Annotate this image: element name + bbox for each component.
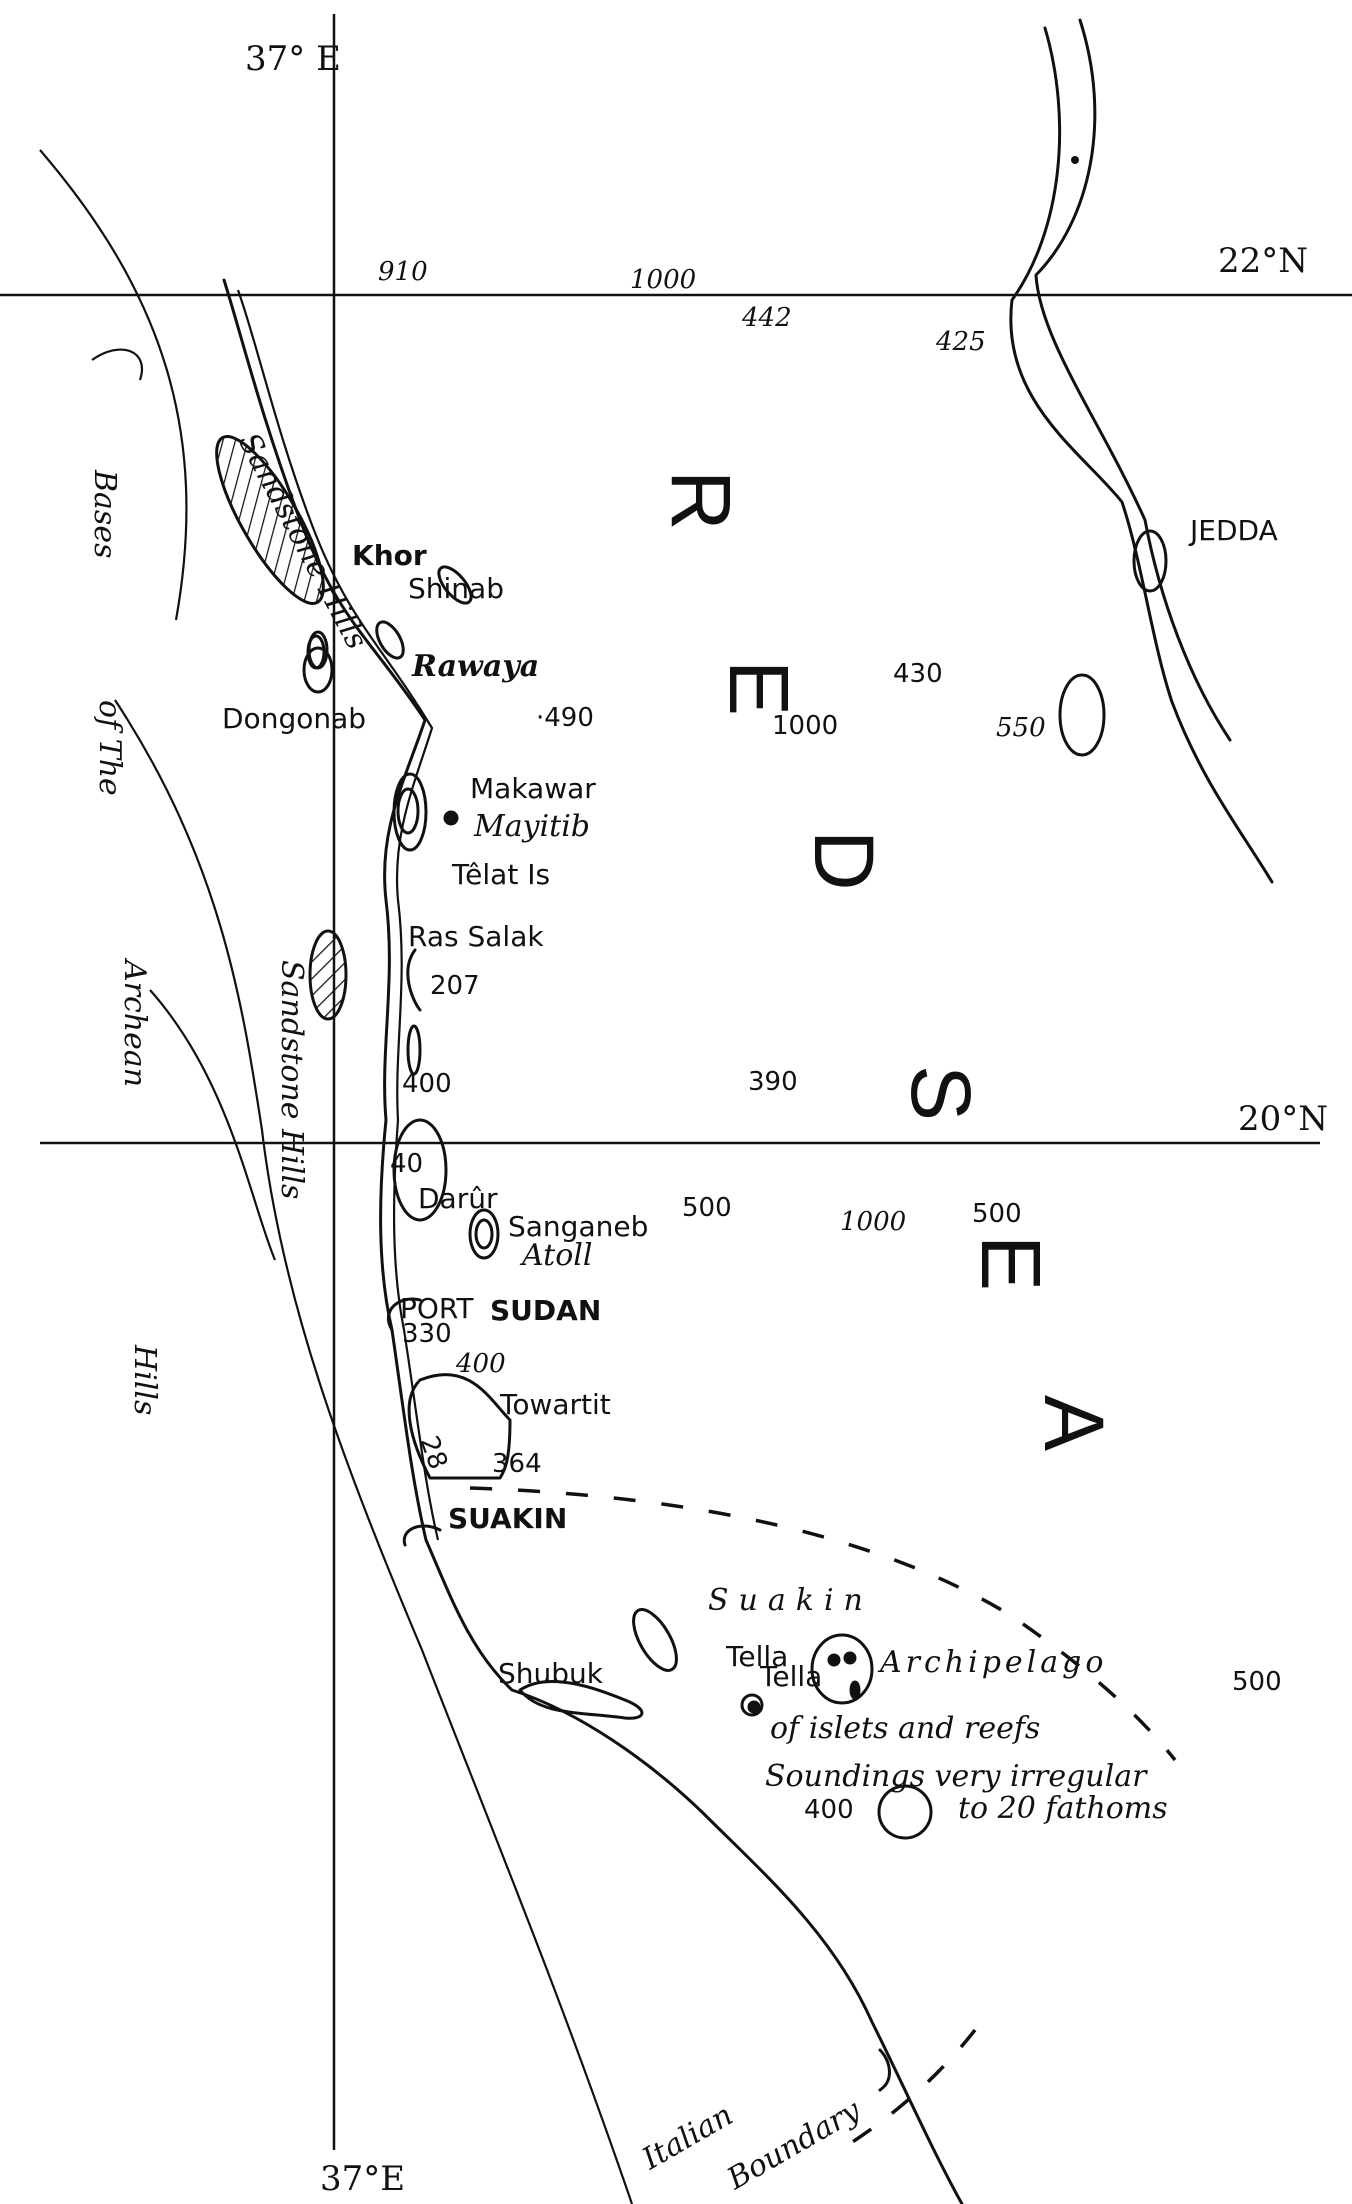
sounding: 207 — [430, 971, 480, 1001]
place-darur: Darûr — [418, 1182, 498, 1215]
sudan-coastline — [222, 278, 964, 2204]
label-hills: Hills — [127, 1344, 162, 1415]
place-jedda: JEDDA — [1188, 514, 1278, 547]
place-sudan: SUDAN — [490, 1294, 601, 1327]
sounding: 400 — [804, 1795, 854, 1825]
hill-contours — [39, 149, 634, 2204]
sounding: 1000 — [840, 1207, 906, 1237]
place-suakin-town: SUAKIN — [448, 1502, 567, 1535]
label-archean: Archean — [117, 957, 152, 1087]
italian-boundary-line — [839, 2028, 977, 2152]
place-ras-salak: Ras Salak — [408, 920, 544, 953]
sounding: 430 — [893, 659, 943, 689]
svg-text:E: E — [964, 1235, 1058, 1291]
place-dongonab: Dongonab — [222, 702, 366, 735]
depth-soundings: 910 1000 442 425 430 1000 550 ·490 207 4… — [378, 257, 1282, 1825]
sounding: 500 — [1232, 1667, 1282, 1697]
place-shinab: Shinab — [408, 572, 504, 605]
label-archipelago: Archipelago — [877, 1645, 1107, 1680]
svg-text:E: E — [712, 660, 806, 716]
place-makawar: Makawar — [470, 772, 596, 805]
islands — [302, 529, 1168, 2092]
place-rawaya: Rawaya — [411, 649, 539, 684]
sounding: 364 — [492, 1449, 542, 1479]
sounding: 425 — [935, 327, 986, 357]
sounding: 1000 — [772, 711, 838, 741]
place-tella-1: Tella — [725, 1640, 788, 1673]
place-atoll: Atoll — [519, 1238, 592, 1273]
sounding: 500 — [972, 1199, 1022, 1229]
svg-text:S: S — [894, 1065, 988, 1121]
place-sanganeb: Sanganeb — [508, 1210, 648, 1243]
latitude-label-22n: 22°N — [1218, 241, 1308, 281]
sounding: 330 — [402, 1319, 452, 1349]
sounding: 400 — [402, 1069, 452, 1099]
label-islets-reefs: of islets and reefs — [770, 1711, 1040, 1746]
place-port: PORT — [400, 1292, 474, 1325]
annotations: Suakin Archipelago of islets and reefs S… — [87, 427, 1168, 2197]
place-towartit: Towartit — [499, 1388, 611, 1421]
sounding: 500 — [682, 1193, 732, 1223]
label-soundings-irregular: Soundings very irregular — [765, 1759, 1148, 1794]
arabian-coastline — [1009, 18, 1274, 884]
sounding: 442 — [741, 303, 792, 333]
sounding: 390 — [748, 1067, 798, 1097]
place-mayitib: Mayitib — [473, 809, 590, 844]
label-suakin-archipelago: Suakin — [708, 1583, 873, 1618]
label-bases: Bases — [87, 469, 122, 558]
meridian-label-bottom: 37°E — [320, 2159, 405, 2199]
sounding: 1000 — [630, 265, 696, 295]
sandstone-hills-top-area — [215, 435, 325, 605]
sounding: 400 — [455, 1349, 506, 1379]
sounding: ·490 — [536, 703, 594, 733]
label-fathoms: to 20 fathoms — [958, 1791, 1168, 1826]
place-telat-is: Têlat Is — [451, 858, 550, 891]
svg-text:A: A — [1027, 1395, 1121, 1451]
sandstone-hills-mid-area — [308, 929, 348, 1021]
label-boundary: Boundary — [721, 2093, 868, 2198]
red-sea-title: R E D S E A — [654, 470, 1121, 1451]
sounding: 550 — [996, 713, 1046, 743]
sounding: 910 — [378, 257, 428, 287]
label-of-the: of The — [92, 700, 127, 796]
suakin-archipelago-boundary — [469, 1486, 1177, 1762]
svg-text:D: D — [797, 830, 891, 891]
meridian-label-top: 37° E — [245, 39, 341, 79]
latitude-label-20n: 20°N — [1238, 1099, 1328, 1139]
label-sandstone-hills-mid: Sandstone Hills — [274, 960, 309, 1199]
place-khor: Khor — [352, 539, 427, 572]
place-tella-2: Tella — [759, 1660, 822, 1693]
svg-text:R: R — [654, 470, 748, 531]
sounding: 40 — [390, 1149, 423, 1179]
place-names: Khor Shinab Rawaya Dongonab Makawar Mayi… — [222, 514, 1278, 1693]
place-shubuk: Shubuk — [498, 1657, 604, 1690]
